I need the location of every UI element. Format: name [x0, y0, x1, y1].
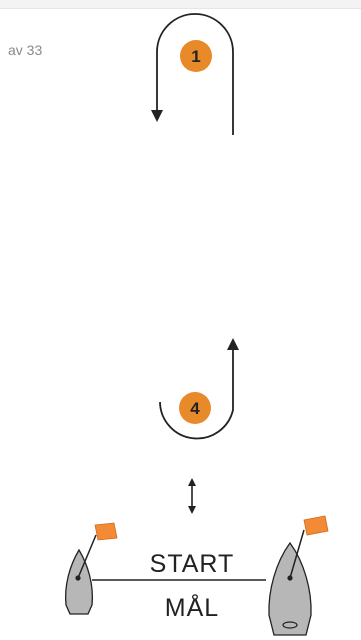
mark-1-group: 1 [151, 13, 234, 135]
finish-label: MÅL [165, 592, 219, 622]
right-boat-hull [268, 541, 312, 636]
left-boat-mast [77, 534, 97, 579]
left-boat-flag-icon [94, 522, 118, 541]
top-toolbar-strip [0, 0, 361, 9]
mark-4-arrowhead-icon [227, 338, 239, 350]
double-arrow-icon [188, 478, 196, 514]
right-boat [268, 515, 329, 636]
mark-1-rounding-path [156, 13, 234, 135]
mark-4-rounding-path [159, 350, 234, 440]
mark-1-buoy [180, 40, 212, 72]
mark-1-label: 1 [191, 47, 200, 66]
start-label: START [150, 550, 235, 578]
mark-4-buoy [179, 392, 211, 424]
right-boat-mast [289, 529, 305, 579]
mark-1-arrowhead-icon [151, 110, 163, 122]
mark-4-label: 4 [190, 399, 200, 418]
right-boat-mast-base [287, 575, 293, 581]
right-boat-flag-icon [303, 515, 329, 536]
mark-4-group: 4 [159, 338, 239, 440]
right-boat-hatch [282, 621, 298, 629]
left-boat [64, 522, 118, 615]
left-boat-mast-base [75, 575, 81, 581]
page-counter: av 33 [8, 42, 43, 58]
left-boat-hull [64, 548, 94, 615]
